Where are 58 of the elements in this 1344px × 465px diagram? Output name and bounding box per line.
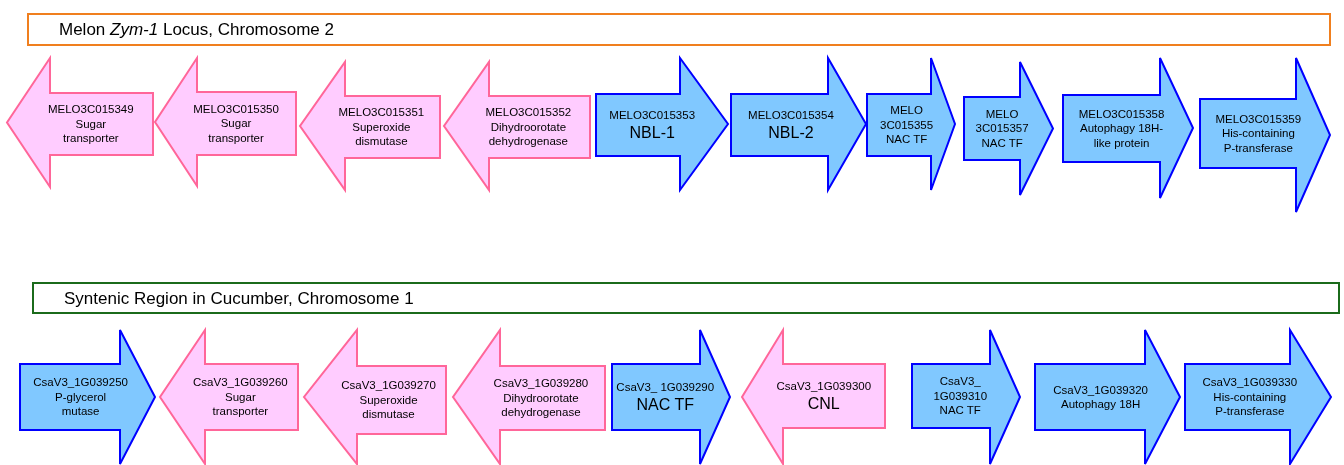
gene-function: P-glycerol mutase: [54, 389, 108, 419]
gene-block: [300, 62, 440, 190]
gene-function: CNL: [807, 393, 840, 413]
gene-function: NAC TF: [981, 135, 1023, 151]
gene-id: CsaV3_1G039250: [33, 375, 128, 390]
gene-function: NAC TF: [939, 403, 981, 418]
gene-function: NAC TF: [885, 132, 928, 147]
region-title: Syntenic Region in Cucumber, Chromosome 1: [64, 289, 414, 309]
region-header-band: [27, 13, 1331, 46]
gene-id: CsaV3_1G039280: [493, 376, 589, 391]
gene-block: [1063, 58, 1193, 198]
gene-block: [612, 330, 730, 464]
gene-block: [964, 62, 1053, 195]
gene-block: [1200, 58, 1330, 212]
gene-id: CsaV3_1G039330: [1202, 375, 1298, 390]
gene-function: NBL-1: [629, 122, 675, 142]
gene-function: Dihydroorotate dehydrogenase: [487, 119, 569, 149]
gene-id: MELO3C015351: [338, 105, 425, 120]
gene-id: MELO3C015359: [1215, 111, 1302, 127]
gene-id: CsaV3_1G039300: [776, 379, 872, 394]
gene-block: [453, 330, 605, 464]
gene-function: Sugar transporter: [62, 116, 120, 146]
gene-function: NBL-2: [768, 122, 814, 142]
gene-id: CsaV3_ 1G039290: [616, 380, 715, 395]
gene-block: [304, 330, 446, 464]
gene-id: MELO3C015350: [193, 101, 279, 117]
gene-id: CsaV3_ 1G039310: [932, 374, 989, 404]
gene-id: CsaV3_1G039270: [341, 378, 436, 393]
gene-id: MELO3C015353: [609, 108, 696, 123]
gene-function: Sugar transporter: [207, 116, 265, 146]
gene-block: [7, 58, 153, 187]
gene-function: Superoxide dismutase: [358, 392, 419, 422]
gene-function: Autophagy 18H: [1060, 397, 1141, 412]
gene-function: His-containing P-transferase: [1212, 389, 1288, 419]
gene-id: MELO3C015349: [47, 102, 134, 117]
gene-id: MELO 3C015357: [974, 106, 1030, 136]
gene-id: CsaV3_1G039260: [193, 375, 288, 390]
gene-id: MELO3C015354: [748, 108, 834, 123]
gene-function: His-containing P-transferase: [1220, 126, 1296, 156]
gene-function: NAC TF: [636, 394, 694, 414]
gene-block: [444, 62, 590, 190]
gene-id: MELO3C015358: [1078, 106, 1165, 122]
gene-function: Autophagy 18H-like protein: [1079, 121, 1165, 151]
gene-id: MELO3C015352: [485, 105, 572, 120]
gene-block: [912, 330, 1020, 464]
gene-block: [867, 58, 955, 190]
gene-block: [1035, 330, 1180, 464]
gene-id: CsaV3_1G039320: [1053, 382, 1148, 397]
gene-function: Sugar transporter: [211, 389, 270, 419]
gene-block: [160, 330, 298, 464]
gene-function: Superoxide dismutase: [351, 119, 412, 149]
region-title: Melon Zym-1 Locus, Chromosome 2: [59, 20, 334, 40]
gene-block: [155, 58, 296, 186]
gene-function: Dihydroorotate dehydrogenase: [500, 390, 582, 420]
gene-block: [596, 58, 728, 190]
region-header-band: [32, 282, 1340, 314]
gene-id: MELO 3C015355: [879, 103, 935, 133]
gene-block: [20, 330, 155, 464]
